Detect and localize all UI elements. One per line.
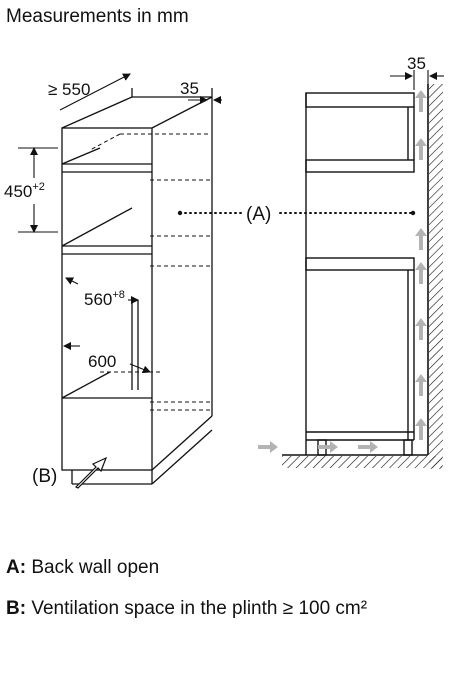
- height-tolerance: +2: [32, 181, 45, 193]
- height-value: 450: [4, 182, 32, 201]
- inner-width-label: 560+8: [84, 289, 125, 309]
- leader-a-left-dot: [177, 210, 183, 216]
- airflow-arrows: [258, 90, 427, 453]
- gap-left-label: 35: [180, 79, 199, 98]
- cabinet-section: [305, 92, 415, 456]
- installation-diagram: ≥ 550 35 450+2 560+8 600 (B) (A): [4, 54, 444, 489]
- gap-right-label: 35: [407, 54, 426, 73]
- callout-b-label: (B): [32, 466, 57, 487]
- leader-a-right-dot: [410, 210, 416, 216]
- inner-width-tolerance: +8: [112, 289, 125, 301]
- width-label: 600: [88, 352, 116, 371]
- legend-a-key: A:: [6, 557, 27, 578]
- callout-a-label: (A): [246, 204, 271, 225]
- page-title: Measurements in mm: [6, 6, 189, 27]
- dimension-lines: [18, 73, 222, 374]
- height-label: 450+2: [4, 181, 45, 201]
- legend-b-key: B:: [6, 598, 27, 619]
- gap-right-dimension: [390, 70, 444, 90]
- callout-b-arrow: [74, 456, 108, 489]
- inner-width-value: 560: [84, 290, 112, 309]
- legend-a: A: Back wall open: [6, 557, 159, 579]
- cabinet-perspective: [61, 88, 213, 485]
- wall-and-floor: [282, 84, 443, 469]
- legend-b: B: Ventilation space in the plinth ≥ 100…: [6, 598, 367, 620]
- depth-label: ≥ 550: [48, 80, 90, 99]
- legend-a-text: Back wall open: [31, 557, 160, 578]
- legend-b-text: Ventilation space in the plinth ≥ 100 cm…: [31, 598, 368, 619]
